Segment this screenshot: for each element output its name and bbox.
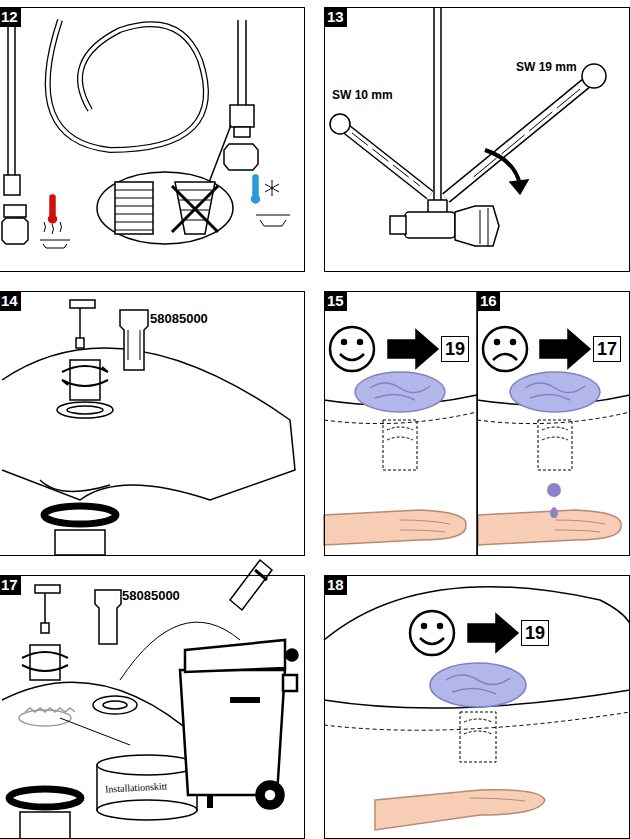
- step-number: 17: [0, 575, 21, 595]
- part-number: 58085000: [122, 588, 180, 603]
- wrench-size: SW 19 mm: [516, 60, 577, 74]
- step-number: 14: [0, 291, 21, 311]
- next-step-number: 19: [441, 336, 469, 362]
- step-panel: 18: [324, 575, 630, 839]
- step-panel: 15: [324, 291, 478, 556]
- step-panel: 17: [0, 575, 305, 839]
- step-panel: 13: [324, 7, 630, 272]
- step-number: 15: [324, 291, 347, 311]
- step-number: 16: [477, 291, 500, 311]
- next-step-number: 17: [593, 336, 621, 362]
- step-panel: 14: [0, 291, 305, 556]
- wrench-size: SW 10 mm: [332, 88, 393, 102]
- step-number: 13: [324, 7, 347, 27]
- next-step-number: 19: [521, 620, 549, 646]
- step-panel: 16: [477, 291, 630, 556]
- part-number: 58085000: [150, 311, 208, 326]
- step-panel: 12: [0, 7, 305, 272]
- step-number: 12: [0, 7, 21, 27]
- step-number: 18: [324, 575, 347, 595]
